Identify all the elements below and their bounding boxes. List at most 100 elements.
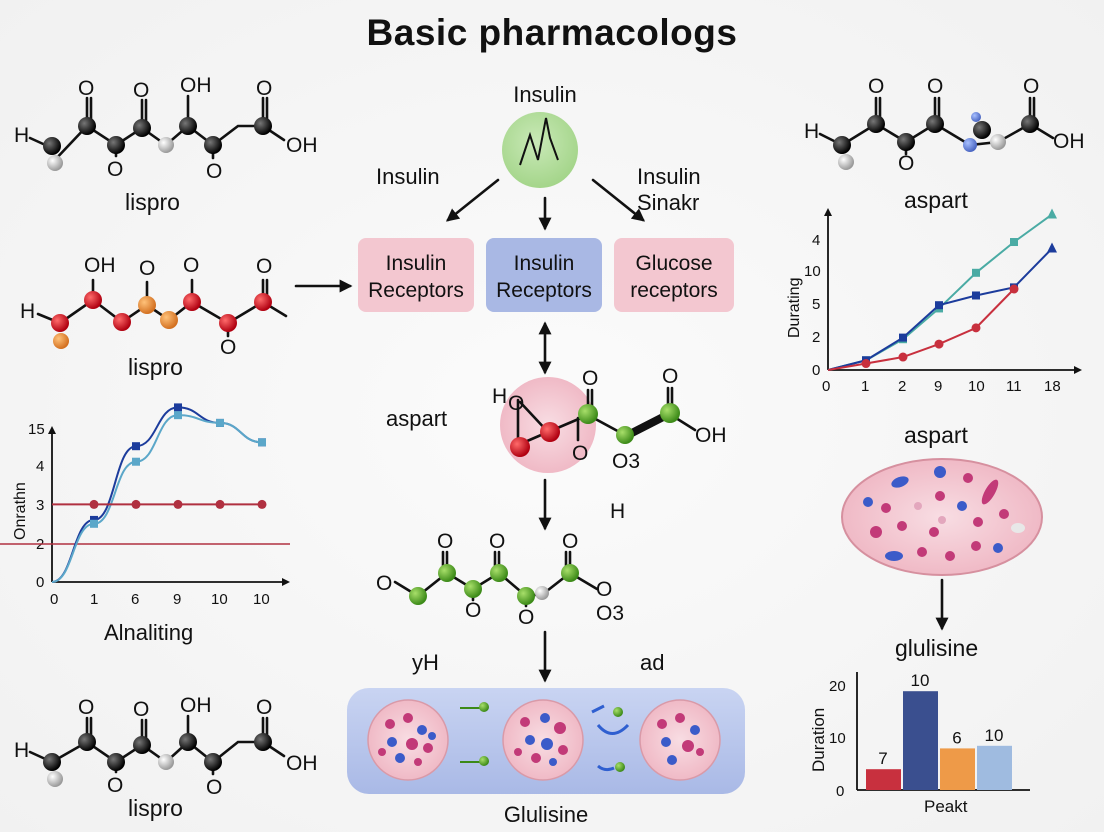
atom-label: O — [220, 336, 236, 359]
atom-label: O3 — [596, 602, 624, 625]
x-tick: 2 — [898, 378, 906, 395]
receptor-line2: receptors — [630, 279, 718, 302]
x-axis-label: Alnaliting — [104, 620, 193, 645]
data-point — [972, 291, 980, 300]
atom-label: H — [20, 300, 35, 323]
atom-label: H — [14, 739, 29, 762]
insulin-node-title: Insulin — [513, 82, 577, 107]
y-tick: 0 — [836, 783, 844, 800]
molecule-aspart-center: aspart H O O O OH O3 O H — [386, 365, 727, 523]
molecule-name: lispro — [125, 189, 180, 215]
bar — [977, 745, 1012, 790]
receptor-line1: Insulin — [386, 252, 447, 275]
data-point — [258, 438, 266, 447]
data-point — [89, 499, 99, 509]
cell-3 — [639, 699, 721, 781]
atom-label: O — [206, 776, 222, 799]
y-tick: 5 — [812, 296, 820, 313]
data-point — [132, 457, 140, 466]
atom-label: H — [804, 120, 819, 143]
molecule-lispro-top: O O OH O H O O OH lispro — [14, 74, 318, 215]
data-point — [1047, 208, 1057, 219]
receptor-line2: Receptors — [368, 279, 464, 302]
data-point — [174, 403, 182, 412]
y-axis-label: Onrathn — [12, 482, 29, 540]
x-tick: 18 — [1044, 378, 1061, 395]
data-point — [934, 339, 944, 349]
x-tick: 9 — [934, 378, 942, 395]
y-tick: 3 — [36, 497, 44, 514]
atom-label: O — [898, 152, 914, 175]
receptor-line1: Glucose — [635, 252, 712, 275]
insulin-left-label: Insulin — [376, 164, 440, 189]
y-tick: 20 — [829, 678, 846, 695]
receptor-box-insulin-2 — [486, 238, 602, 312]
bar-data-label: 6 — [952, 728, 961, 747]
molecule-aspart-top-right: O O O H O OH aspart — [804, 75, 1085, 213]
atom-label: O — [927, 75, 943, 98]
atom-label: OH — [180, 694, 212, 717]
aspart-cell-label: aspart — [904, 422, 969, 448]
data-point — [173, 499, 183, 509]
atom-label: OH — [286, 134, 318, 157]
atom-label: O — [256, 77, 272, 100]
insulin-node: Insulin Insulin Insulin Sinakr — [376, 82, 701, 231]
y-tick: 10 — [829, 730, 846, 747]
bar-data-label: 7 — [878, 749, 887, 768]
data-point — [898, 352, 908, 362]
label-yh: yH — [412, 650, 439, 675]
x-tick: 1 — [90, 591, 98, 608]
y-tick: 15 — [28, 421, 45, 438]
atom-label: O — [183, 254, 199, 277]
data-point — [257, 499, 267, 509]
chart-right: 0 1 2 9 10 11 18 0 2 5 10 4 Durating — [786, 208, 1082, 395]
insulin-right-label-2: Sinakr — [637, 190, 699, 215]
data-point — [899, 333, 907, 342]
series-line — [827, 288, 1015, 371]
x-tick: 10 — [253, 591, 270, 608]
atom-label: O — [107, 158, 123, 181]
atom-label: OH — [695, 424, 727, 447]
atom-label: O — [465, 599, 481, 622]
label-ad: ad — [640, 650, 664, 675]
chart-left: 0 1 6 9 10 10 0 2 3 4 15 Onrathn Alnalit… — [0, 403, 290, 645]
atom-label: OH — [1053, 130, 1085, 153]
x-tick: 11 — [1006, 378, 1022, 395]
receptor-box-insulin-1 — [358, 238, 474, 312]
y-axis-label: Durating — [786, 278, 803, 338]
molecule-lispro-bottom: O O OH O H O O OH lispro — [14, 694, 318, 821]
atom-label: O3 — [612, 450, 640, 473]
atom-label: O — [572, 442, 588, 465]
atom-label: O — [518, 606, 534, 629]
data-point — [1010, 238, 1018, 247]
atom-label: OH — [84, 254, 116, 277]
atom-label: O — [107, 774, 123, 797]
x-tick: 10 — [968, 378, 985, 395]
x-tick: 6 — [131, 591, 139, 608]
atom-label: O — [376, 572, 392, 595]
y-tick: 2 — [812, 329, 820, 346]
y-tick: 0 — [36, 574, 44, 591]
aspart-cell: aspart — [841, 422, 1043, 576]
data-point — [132, 442, 140, 451]
data-point — [90, 519, 98, 528]
data-point — [215, 499, 225, 509]
data-point — [861, 359, 871, 369]
x-axis-label: Peakt — [924, 797, 968, 816]
data-point — [972, 268, 980, 277]
atom-label: O — [139, 257, 155, 280]
atom-label: O — [78, 77, 94, 100]
bar — [866, 769, 901, 790]
y-tick: 4 — [36, 458, 44, 475]
receptor-line1: Insulin — [514, 252, 575, 275]
y-tick: 10 — [804, 263, 821, 280]
atom-label: O — [256, 696, 272, 719]
molecule-name: aspart — [904, 187, 969, 213]
atom-label: O — [596, 578, 612, 601]
data-point — [971, 323, 981, 333]
data-point — [935, 301, 943, 310]
atom-label: O — [562, 530, 578, 553]
molecule-name: lispro — [128, 795, 183, 821]
atom-label: H — [14, 124, 29, 147]
